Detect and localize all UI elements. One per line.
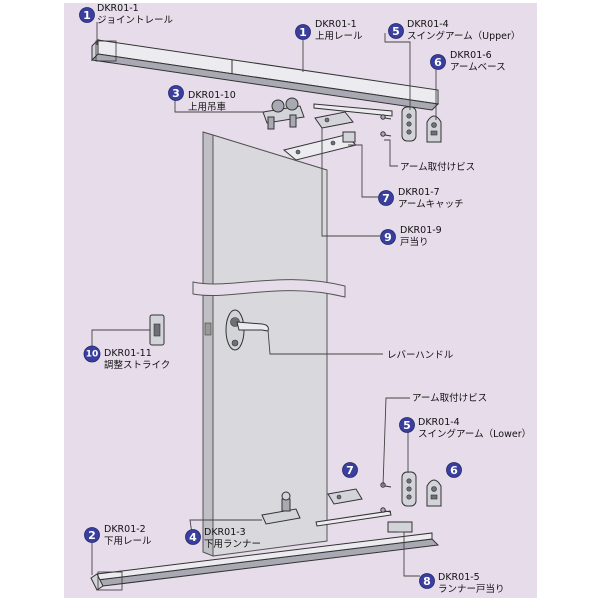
svg-text:ジョイントレール: ジョイントレール	[97, 15, 174, 26]
svg-text:DKR01-10: DKR01-10	[188, 90, 236, 101]
upper-arm-base	[426, 115, 442, 143]
upper-rail	[90, 38, 440, 111]
svg-text:スイングアーム（Upper）: スイングアーム（Upper）	[407, 30, 520, 42]
callout-swing-arm-lower: 5 DKR01-4 スイングアーム（Lower）	[399, 417, 531, 440]
svg-text:10: 10	[86, 350, 99, 360]
lever-handle	[225, 309, 269, 351]
runner-stop	[387, 521, 413, 533]
lower-runner	[261, 491, 301, 525]
svg-text:DKR01-9: DKR01-9	[400, 225, 442, 236]
svg-text:下用ランナー: 下用ランナー	[204, 539, 261, 550]
callout-swing-arm-upper: 5 DKR01-4 スイングアーム（Upper）	[388, 19, 520, 42]
svg-text:上用吊車: 上用吊車	[188, 101, 227, 113]
callout-door-stop: 9 DKR01-9 戸当り	[380, 225, 442, 248]
svg-text:2: 2	[88, 529, 96, 542]
svg-text:DKR01-4: DKR01-4	[418, 417, 460, 428]
upper-swing-arm	[313, 103, 417, 142]
svg-text:アームベース: アームベース	[450, 62, 506, 73]
svg-text:5: 5	[403, 419, 411, 432]
callout-upper-hanger: 3 DKR01-10 上用吊車	[168, 85, 236, 113]
svg-text:DKR01-3: DKR01-3	[204, 527, 246, 538]
label-arm-screw-upper: アーム取付けビス	[400, 162, 475, 173]
upper-hanger	[262, 97, 305, 130]
callout-joint-rail: 1 DKR01-1 ジョイントレール	[79, 3, 174, 26]
callout-arm-catch-lower: 7	[342, 462, 358, 478]
svg-text:6: 6	[434, 56, 442, 69]
svg-text:9: 9	[384, 231, 392, 244]
lower-swing-arm	[315, 471, 417, 527]
callout-lower-runner: 4 DKR01-3 下用ランナー	[185, 527, 261, 550]
svg-text:4: 4	[189, 531, 197, 544]
svg-text:1: 1	[299, 26, 307, 39]
lower-arm-screws	[380, 482, 392, 513]
svg-text:5: 5	[392, 25, 400, 38]
lower-rail	[90, 532, 440, 591]
svg-text:上用レール: 上用レール	[315, 31, 363, 42]
callout-upper-rail: 1 DKR01-1 上用レール	[295, 19, 363, 42]
callout-runner-stop: 8 DKR01-5 ランナー戸当り	[419, 572, 505, 595]
svg-text:ランナー戸当り: ランナー戸当り	[438, 583, 505, 595]
svg-text:6: 6	[450, 464, 458, 477]
svg-text:1: 1	[83, 9, 91, 22]
callout-arm-base-lower: 6	[446, 462, 462, 478]
lower-arm-base	[426, 479, 442, 507]
svg-text:アームキャッチ: アームキャッチ	[398, 199, 464, 210]
svg-text:スイングアーム（Lower）: スイングアーム（Lower）	[418, 428, 531, 440]
svg-text:下用レール: 下用レール	[104, 536, 152, 547]
svg-text:DKR01-2: DKR01-2	[104, 524, 146, 535]
label-lever-handle: レバーハンドル	[387, 350, 454, 361]
callout-arm-base-upper: 6 DKR01-6 アームベース	[430, 50, 506, 73]
svg-text:DKR01-1: DKR01-1	[97, 3, 139, 14]
callout-adjust-strike: 10 DKR01-11 調整ストライク	[83, 345, 170, 371]
lower-arm-catch	[327, 488, 363, 505]
svg-text:8: 8	[423, 575, 431, 588]
svg-text:DKR01-1: DKR01-1	[315, 19, 357, 30]
svg-text:7: 7	[382, 192, 390, 205]
door-stop	[314, 111, 354, 129]
svg-text:DKR01-4: DKR01-4	[407, 19, 449, 30]
svg-text:DKR01-11: DKR01-11	[104, 348, 152, 359]
door	[192, 131, 346, 557]
upper-arm-screws	[380, 114, 392, 137]
callout-arm-catch: 7 DKR01-7 アームキャッチ	[378, 187, 464, 210]
svg-text:DKR01-6: DKR01-6	[450, 50, 492, 61]
svg-text:DKR01-5: DKR01-5	[438, 572, 480, 583]
svg-text:戸当り: 戸当り	[400, 236, 429, 248]
callout-lower-rail: 2 DKR01-2 下用レール	[84, 524, 152, 547]
svg-text:7: 7	[346, 464, 354, 477]
adjust-strike	[149, 314, 165, 346]
svg-text:3: 3	[172, 87, 180, 100]
label-arm-screw-lower: アーム取付けビス	[412, 393, 487, 404]
leader-lines	[91, 22, 437, 577]
svg-text:DKR01-7: DKR01-7	[398, 187, 440, 198]
svg-text:調整ストライク: 調整ストライク	[104, 359, 170, 371]
